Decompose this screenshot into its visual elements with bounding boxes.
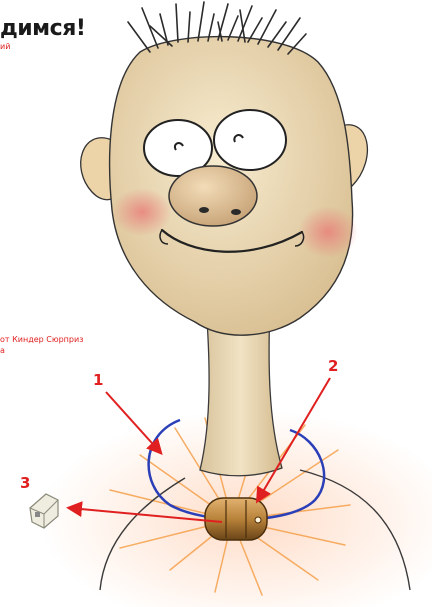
cheek-left (112, 188, 172, 236)
marker-3: 3 (20, 474, 30, 492)
nose (169, 166, 257, 226)
brass-capsule (205, 498, 267, 540)
nostril-left (199, 207, 209, 213)
marker-1: 1 (93, 371, 103, 389)
eye-right (214, 110, 286, 170)
marker-2: 2 (328, 357, 338, 375)
nostril-right (231, 209, 241, 215)
cheek-right (298, 206, 358, 258)
